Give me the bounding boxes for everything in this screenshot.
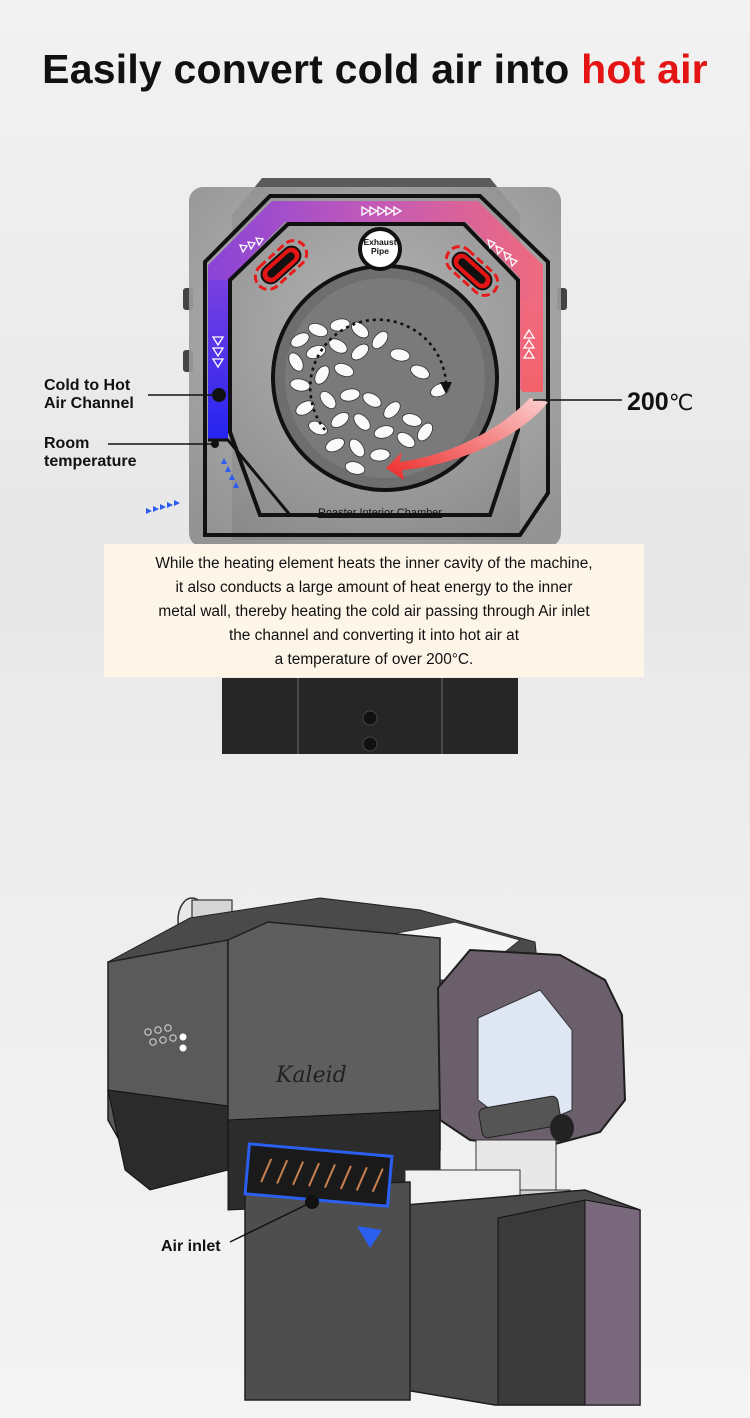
channel-callout-line2: Air Channel [44,395,134,412]
info-line: the channel and converting it into hot a… [228,627,520,644]
title-prefix: Easily convert cold air into [42,46,582,92]
flow-chevrons [211,205,536,369]
air-inlet-arrow [357,1226,382,1248]
channel-callout-line1: Cold to Hot [44,377,131,394]
info-line: a temperature of over 200°C. [274,651,474,668]
info-line: it also conducts a large amount of heat … [175,579,573,596]
inner-frame [228,222,520,517]
heating-element-left [253,239,309,291]
info-line: metal wall, thereby heating the cold air… [158,603,590,620]
brand-logo: Kaleid [275,1063,347,1088]
chamber-label: Roaster Interior Chamber [317,507,443,519]
air-channel-left [208,280,228,440]
lower-left-block [244,1181,411,1401]
coffee-beans [288,318,450,475]
temperature-value: 200 [627,388,669,416]
exhaust-pipe [358,227,402,271]
temperature-callout: 200℃ [627,388,693,417]
channel-callout: Cold to Hot Air Channel [44,377,134,413]
room-callout-line2: temperature [44,453,137,470]
air-inlet-grille [245,1143,392,1207]
temperature-unit: ℃ [668,390,694,415]
heating-element-right [444,245,500,297]
air-inlet-label: Air inlet [161,1238,221,1255]
title-highlight: hot air [581,46,708,92]
vent-holes [144,1024,177,1046]
room-callout-line1: Room [44,435,90,452]
page-title: Easily convert cold air into hot air [0,46,750,93]
rotation-arrow [308,318,448,431]
info-box: While the heating element heats the inne… [104,544,644,677]
roaster-machine-illustration: Kaleid [107,897,641,1406]
hot-air-arrow [386,398,548,480]
cold-air-arrows [146,458,239,514]
cross-section-diagram [108,178,622,754]
outer-frame [203,194,550,537]
room-temperature-callout: Room temperature [44,435,136,471]
info-line: While the heating element heats the inne… [155,555,593,572]
